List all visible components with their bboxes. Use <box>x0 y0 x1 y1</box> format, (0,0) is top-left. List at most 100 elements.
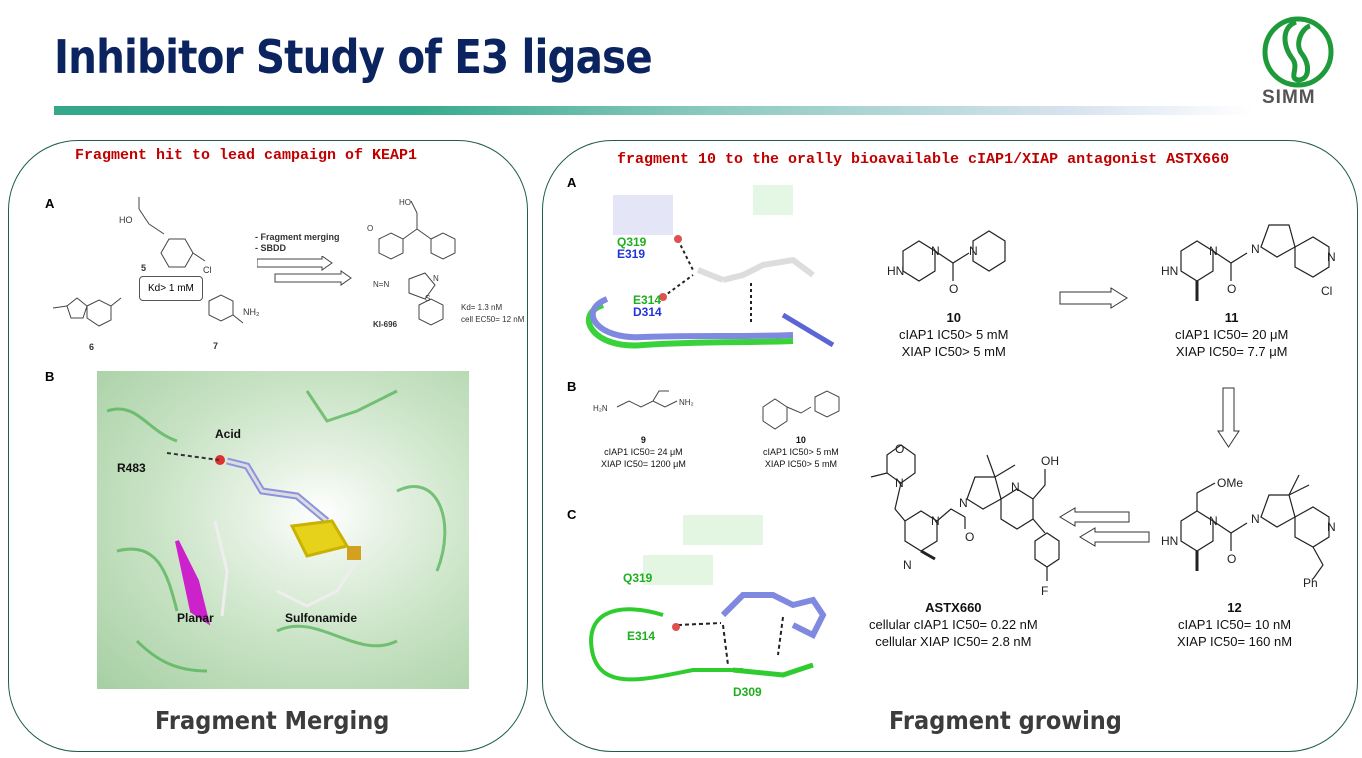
fragment-7-structure: NH₂ 7 <box>208 294 260 351</box>
compound-11-id: 11 <box>1224 310 1239 325</box>
right-panel-fragment-growing: fragment 10 to the orally bioavailable c… <box>542 140 1358 752</box>
svg-text:N: N <box>1327 520 1336 534</box>
compound-10-small-structure <box>762 390 840 430</box>
figure-a-label: A <box>45 196 55 211</box>
svg-text:N: N <box>1251 242 1260 256</box>
right-figure-c-label: C <box>567 507 577 522</box>
svg-text:HO: HO <box>119 215 133 225</box>
fragment-5-structure: HO Cl 5 <box>119 197 212 275</box>
svg-text:N: N <box>1327 250 1336 264</box>
astx660-cellular-xiap: cellular XIAP IC50= 2.8 nM <box>875 634 1032 649</box>
svg-text:Ph: Ph <box>1303 576 1318 590</box>
double-left-arrow-icon <box>1059 507 1150 547</box>
residue-q319: Q319 <box>623 571 653 585</box>
svg-text:S: S <box>425 294 430 303</box>
compound-10-small-ciap1: cIAP1 IC50> 5 mM <box>763 447 839 457</box>
svg-text:N: N <box>1209 514 1218 528</box>
svg-text:N=N: N=N <box>373 280 389 289</box>
svg-text:5: 5 <box>141 263 146 273</box>
ki-696-kd: Kd= 1.3 nM <box>461 303 503 312</box>
double-arrow-icon <box>257 256 352 286</box>
svg-text:N: N <box>433 274 439 283</box>
svg-text:OH: OH <box>1041 454 1059 468</box>
astx660-cellular-ciap1: cellular cIAP1 IC50= 0.22 nM <box>869 617 1038 632</box>
compound-11-activity: 11 cIAP1 IC50= 20 μM XIAP IC50= 7.7 μM <box>1175 309 1288 360</box>
svg-text:NH₂: NH₂ <box>679 398 694 407</box>
compound-9-activity: 9 cIAP1 IC50= 24 μM XIAP IC50= 1200 μM <box>601 434 686 470</box>
label-sulfonamide: Sulfonamide <box>285 611 358 625</box>
residue-e319-blue: E319 <box>617 247 646 261</box>
compound-10-small-activity: 10 cIAP1 IC50> 5 mM XIAP IC50> 5 mM <box>763 434 839 470</box>
astx660-structure: ON NN NO NOH F <box>870 442 1060 598</box>
svg-text:7: 7 <box>213 341 218 351</box>
arrow-note-fragment-merging: - Fragment merging <box>255 232 340 242</box>
kd-fragment-box: Kd> 1 mM <box>139 276 203 301</box>
slide-title: Inhibitor Study of E3 ligase <box>54 30 653 84</box>
left-footer-fragment-merging: Fragment Merging <box>155 706 390 735</box>
ki-696-cell-ec50: cell EC50= 12 nM <box>461 315 525 324</box>
compound-10-xiap: XIAP IC50> 5 mM <box>901 344 1006 359</box>
svg-text:N: N <box>931 514 940 528</box>
compound-11-structure: HNN ON NCl <box>1161 224 1336 301</box>
svg-text:KI-696: KI-696 <box>373 320 398 329</box>
svg-text:Cl: Cl <box>1321 284 1332 298</box>
figure-b-label: B <box>45 369 55 384</box>
compound-10-id: 10 <box>946 310 961 325</box>
compound-12-ciap1: cIAP1 IC50= 10 nM <box>1177 617 1292 632</box>
label-planar: Planar <box>177 611 214 625</box>
ciap1-fragment-10-complex-image: Q319 E314 D309 <box>583 505 853 705</box>
right-arrow-icon <box>1059 287 1128 309</box>
compound-12-xiap: XIAP IC50= 160 nM <box>1177 634 1293 649</box>
compound-11-ciap1: cIAP1 IC50= 20 μM <box>1175 327 1289 342</box>
residue-d314-blue: D314 <box>633 305 662 319</box>
compound-10-activity: 10 cIAP1 IC50> 5 mM XIAP IC50> 5 mM <box>899 309 1008 360</box>
astx660-id: ASTX660 <box>925 600 982 615</box>
ciap1-xiap-overlay-image: Q319 E319 E314 D314 <box>583 175 853 363</box>
svg-text:N: N <box>1251 512 1260 526</box>
astx660-activity: ASTX660 cellular cIAP1 IC50= 0.22 nM cel… <box>869 599 1038 650</box>
svg-text:NH₂: NH₂ <box>243 307 260 317</box>
compound-9-structure: H₂N NH₂ <box>593 390 694 413</box>
residue-e314: E314 <box>627 629 656 643</box>
svg-text:N: N <box>969 244 978 258</box>
svg-text:O: O <box>367 224 373 233</box>
compound-10-ciap1: cIAP1 IC50> 5 mM <box>899 327 1009 342</box>
compound-12-id: 12 <box>1227 600 1242 615</box>
svg-text:OMe: OMe <box>1217 476 1243 490</box>
svg-text:O: O <box>965 530 974 544</box>
ligand-overlay-icon <box>106 389 447 673</box>
right-panel-heading: fragment 10 to the orally bioavailable c… <box>617 151 1230 168</box>
svg-text:N: N <box>931 244 940 258</box>
right-footer-fragment-growing: Fragment growing <box>889 706 1122 735</box>
residue-q319-green: Q319 <box>617 235 647 249</box>
compound-9-ciap1: cIAP1 IC50= 24 μM <box>604 447 683 457</box>
left-panel-fragment-merging: Fragment hit to lead campaign of KEAP1 A… <box>8 140 528 752</box>
svg-text:HN: HN <box>1161 264 1178 278</box>
title-underline-bar <box>54 106 1254 115</box>
svg-text:N: N <box>1209 244 1218 258</box>
svg-text:O: O <box>895 442 904 456</box>
compound-11-xiap: XIAP IC50= 7.7 μM <box>1175 344 1288 359</box>
svg-text:F: F <box>1041 584 1048 598</box>
svg-text:N: N <box>903 558 912 572</box>
svg-text:H₂N: H₂N <box>593 404 608 413</box>
ki-696-structure: HO O N=N N S KI-696 <box>367 198 456 329</box>
complex-overlay-icon <box>589 515 827 682</box>
svg-text:N: N <box>1011 480 1020 494</box>
compound-12-structure: OMe HNN ON NPh <box>1161 474 1336 590</box>
right-figure-a-label: A <box>567 175 577 190</box>
simm-logo-icon <box>1262 16 1334 88</box>
down-arrow-icon <box>1217 387 1240 448</box>
label-acid: Acid <box>215 427 242 441</box>
logo-text: SIMM <box>1262 87 1316 108</box>
left-panel-heading: Fragment hit to lead campaign of KEAP1 <box>75 147 418 164</box>
label-r483: R483 <box>117 461 146 475</box>
compound-9-id: 9 <box>640 435 646 445</box>
svg-text:HN: HN <box>887 264 904 278</box>
compound-10-structure: HN N O N <box>887 230 1006 296</box>
protein-overlay-icon <box>585 185 835 349</box>
residue-d309: D309 <box>733 685 762 699</box>
compound-12-activity: 12 cIAP1 IC50= 10 nM XIAP IC50= 160 nM <box>1177 599 1292 650</box>
svg-text:Cl: Cl <box>203 265 212 275</box>
svg-text:O: O <box>949 282 958 296</box>
